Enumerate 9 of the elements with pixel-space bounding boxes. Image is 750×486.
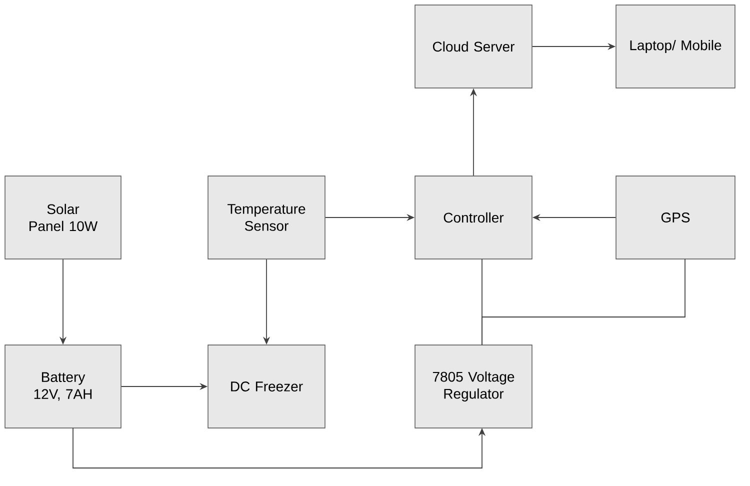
block-box: Battery 12V, 7AH — [4, 344, 122, 428]
block-box: 7805 Voltage Regulator — [414, 344, 532, 428]
block-box: Controller — [414, 176, 532, 260]
block-box: Temperature Sensor — [208, 176, 326, 260]
block-box: GPS — [616, 176, 736, 260]
block-box: Laptop/ Mobile — [616, 4, 736, 88]
block-box: DC Freezer — [208, 344, 326, 428]
block-box: Solar Panel 10W — [4, 176, 122, 260]
block-box: Cloud Server — [414, 4, 532, 88]
